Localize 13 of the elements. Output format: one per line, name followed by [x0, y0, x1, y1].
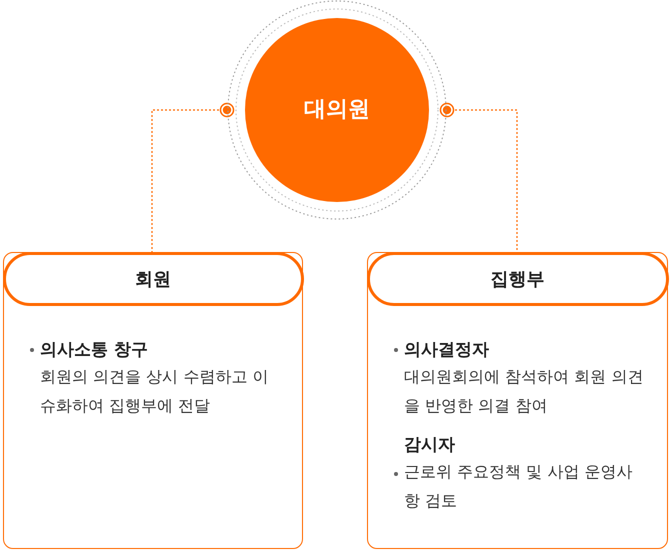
- description-text: 회원의 의견을 상시 수렴하고 이슈화하여 집행부에 전달: [40, 366, 270, 417]
- bullet-title: 의사소통 창구: [40, 339, 148, 361]
- connector-line: [440, 102, 518, 252]
- card-panel: [367, 252, 668, 549]
- circle-title: 대의원: [303, 96, 371, 124]
- header-pill: 집행부: [366, 252, 668, 306]
- card-panel: [3, 252, 303, 549]
- bullet-title: 감시자: [404, 434, 455, 456]
- bullet-title: 의사결정자: [404, 339, 489, 361]
- description-text: 근로위 주요정책 및 사업 운영사항 검토: [404, 461, 634, 512]
- header-pill: 회원: [2, 252, 304, 306]
- connector-line: [151, 102, 234, 252]
- description-text: 대의원회의에 참석하여 회원 의견을 반영한 의결 참여: [404, 366, 644, 417]
